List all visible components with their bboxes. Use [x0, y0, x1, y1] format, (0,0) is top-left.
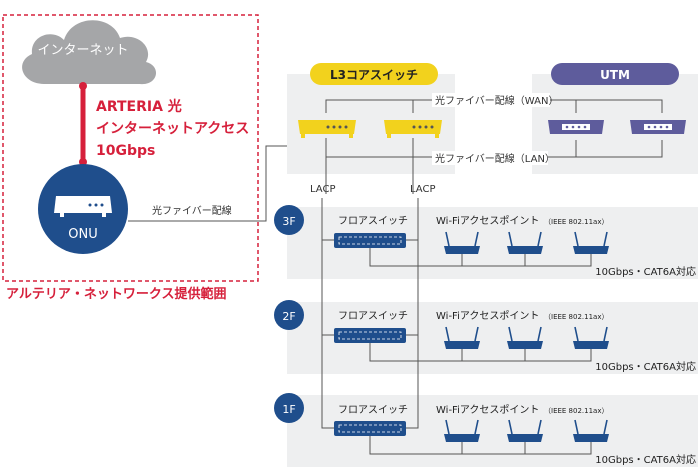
speed-label: 10Gbps・CAT6A対応 — [595, 360, 696, 373]
arteria-line2: インターネットアクセス — [96, 121, 249, 137]
utm-title-pill — [551, 63, 679, 85]
floor-badge-text: 1F — [282, 403, 295, 416]
wan-label: 光ファイバー配線（WAN） — [435, 94, 558, 107]
floor-switch-label: フロアスイッチ — [338, 215, 408, 227]
floor-badge-text: 2F — [282, 310, 295, 323]
core-switch-icon — [298, 120, 356, 138]
lan-label: 光ファイバー配線（LAN） — [435, 152, 555, 165]
core-title-pill — [310, 63, 438, 85]
line-end-dot-top — [79, 82, 87, 90]
wifi-ap-icon — [573, 326, 609, 349]
fiber-label: 光ファイバー配線 — [152, 204, 232, 217]
speed-label: 10Gbps・CAT6A対応 — [595, 453, 696, 466]
floor-switch-icon — [334, 328, 406, 343]
internet-label: インターネット — [37, 43, 128, 58]
ap-label: Wi-Fiアクセスポイント — [436, 215, 539, 227]
wifi-ap-icon — [444, 419, 480, 442]
line-end-dot-bottom — [79, 158, 87, 166]
ap-sub-label: （IEEE 802.11ax） — [544, 313, 608, 321]
ap-label: Wi-Fiアクセスポイント — [436, 404, 539, 416]
ap-label: Wi-Fiアクセスポイント — [436, 310, 539, 322]
floor-cable — [369, 248, 592, 267]
floor-switch-icon — [334, 421, 406, 436]
wifi-ap-icon — [507, 419, 543, 442]
lacp-right-label: LACP — [410, 184, 435, 195]
arteria-line1: ARTERIA 光 — [96, 98, 182, 115]
arteria-scope-box — [2, 14, 259, 282]
scope-label: アルテリア・ネットワークス提供範囲 — [6, 286, 226, 302]
floor-badge-3f — [274, 205, 304, 235]
wifi-ap-icon — [573, 231, 609, 254]
onu-label: ONU — [68, 227, 97, 242]
core-switch-icon — [384, 120, 442, 138]
lacp-left-label: LACP — [310, 184, 335, 195]
ap-sub-label: （IEEE 802.11ax） — [544, 218, 608, 226]
wifi-ap-icon — [444, 326, 480, 349]
core-title: L3コアスイッチ — [330, 68, 418, 82]
trunk-right — [406, 198, 419, 429]
utm-title: UTM — [600, 68, 630, 82]
arteria-line3: 10Gbps — [96, 143, 155, 159]
floor-switch-label: フロアスイッチ — [338, 404, 408, 416]
wifi-ap-icon — [507, 326, 543, 349]
floor-badge-text: 3F — [282, 215, 295, 228]
floor-switch-label: フロアスイッチ — [338, 310, 408, 322]
trunk-left — [321, 198, 334, 429]
speed-label: 10Gbps・CAT6A対応 — [595, 265, 696, 278]
ap-sub-label: （IEEE 802.11ax） — [544, 407, 608, 415]
floor-badge-1f — [274, 393, 304, 423]
floor-badge-2f — [274, 300, 304, 330]
utm-device-icon — [548, 120, 604, 134]
wifi-ap-icon — [507, 231, 543, 254]
fiber-onu-core — [128, 145, 298, 222]
utm-device-icon — [630, 120, 686, 134]
cloud-icon — [22, 20, 157, 85]
onu-device-icon — [54, 196, 112, 217]
floor-cable — [369, 436, 592, 455]
wifi-ap-icon — [573, 419, 609, 442]
wifi-ap-icon — [444, 231, 480, 254]
floor-cable — [369, 343, 592, 362]
floor-switch-icon — [334, 233, 406, 248]
